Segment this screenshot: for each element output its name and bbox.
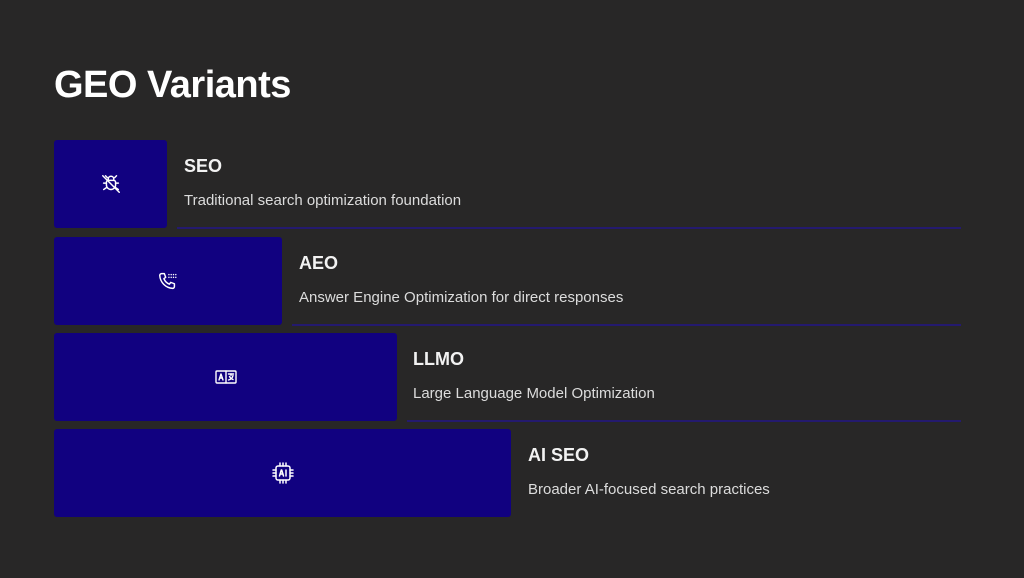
bug-off-icon <box>100 173 122 195</box>
language-icon <box>214 365 238 389</box>
phone-call-icon <box>157 270 179 292</box>
row-divider <box>407 420 961 422</box>
variant-block-llmo <box>54 333 397 421</box>
variant-description: Traditional search optimization foundati… <box>184 192 462 209</box>
variant-description: Large Language Model Optimization <box>413 385 655 402</box>
variant-title: AEO <box>299 253 339 273</box>
variant-block-aeo <box>54 237 282 325</box>
ai-chip-icon <box>271 461 295 485</box>
variant-block-ai-seo <box>54 429 511 517</box>
variant-title: LLMO <box>413 349 464 369</box>
variant-description: Answer Engine Optimization for direct re… <box>299 289 624 306</box>
variant-title: SEO <box>184 156 223 176</box>
row-divider <box>292 324 961 326</box>
variant-description: Broader AI-focused search practices <box>528 481 770 498</box>
page-title: GEO Variants <box>54 64 291 106</box>
variant-title: AI SEO <box>528 445 590 465</box>
row-divider <box>177 227 961 229</box>
variant-block-seo <box>54 140 167 228</box>
